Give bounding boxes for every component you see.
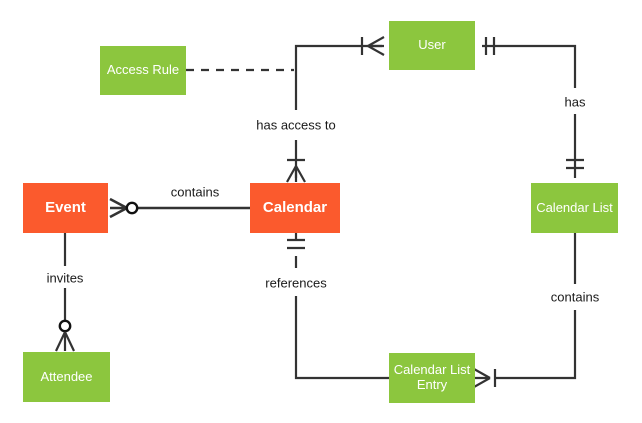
entity-event[interactable]: Event — [23, 183, 108, 233]
entity-calendar-list-entry[interactable]: Calendar List Entry — [389, 353, 475, 403]
edge-calendar-list-contains-entry-lower — [495, 310, 577, 380]
cardinality-exactly-one-calendar-bottom — [287, 238, 305, 250]
edge-label-contains-event-calendar: contains — [170, 184, 220, 200]
entity-access-rule-label: Access Rule — [106, 62, 180, 78]
cardinality-one-or-many-user-access — [360, 36, 385, 56]
edge-calendar-references-entry-lower — [294, 296, 389, 380]
entity-attendee-label: Attendee — [40, 368, 93, 384]
entity-calendar-label: Calendar — [262, 199, 328, 217]
cardinality-exactly-one-calendar-list-top — [566, 158, 584, 170]
entity-attendee[interactable]: Attendee — [23, 352, 110, 402]
edge-user-has-calendar-list — [482, 44, 577, 88]
edge-label-invites: invites — [46, 270, 84, 286]
cardinality-exactly-one-user-right — [484, 37, 496, 55]
entity-event-label: Event — [45, 199, 86, 217]
cardinality-zero-or-many-event-right — [109, 197, 139, 219]
cardinality-one-or-many-entry-right — [473, 368, 497, 388]
cardinality-one-or-many-calendar-top — [286, 158, 306, 183]
entity-access-rule[interactable]: Access Rule — [100, 46, 186, 95]
cardinality-zero-or-many-attendee-top — [55, 319, 75, 352]
entity-calendar[interactable]: Calendar — [250, 183, 340, 233]
entity-calendar-list[interactable]: Calendar List — [531, 183, 618, 233]
edge-label-contains-calendar-list: contains — [550, 289, 600, 305]
edge-label-has-access-to: has access to — [256, 117, 336, 133]
entity-user-label: User — [418, 37, 446, 53]
entity-calendar-list-entry-label: Calendar List Entry — [393, 362, 471, 392]
entity-user[interactable]: User — [389, 21, 475, 70]
edge-user-has-access-to-calendar — [294, 44, 382, 110]
edge-label-has: has — [564, 94, 586, 110]
edge-label-references: references — [265, 275, 327, 291]
entity-calendar-list-label: Calendar List — [536, 199, 613, 215]
